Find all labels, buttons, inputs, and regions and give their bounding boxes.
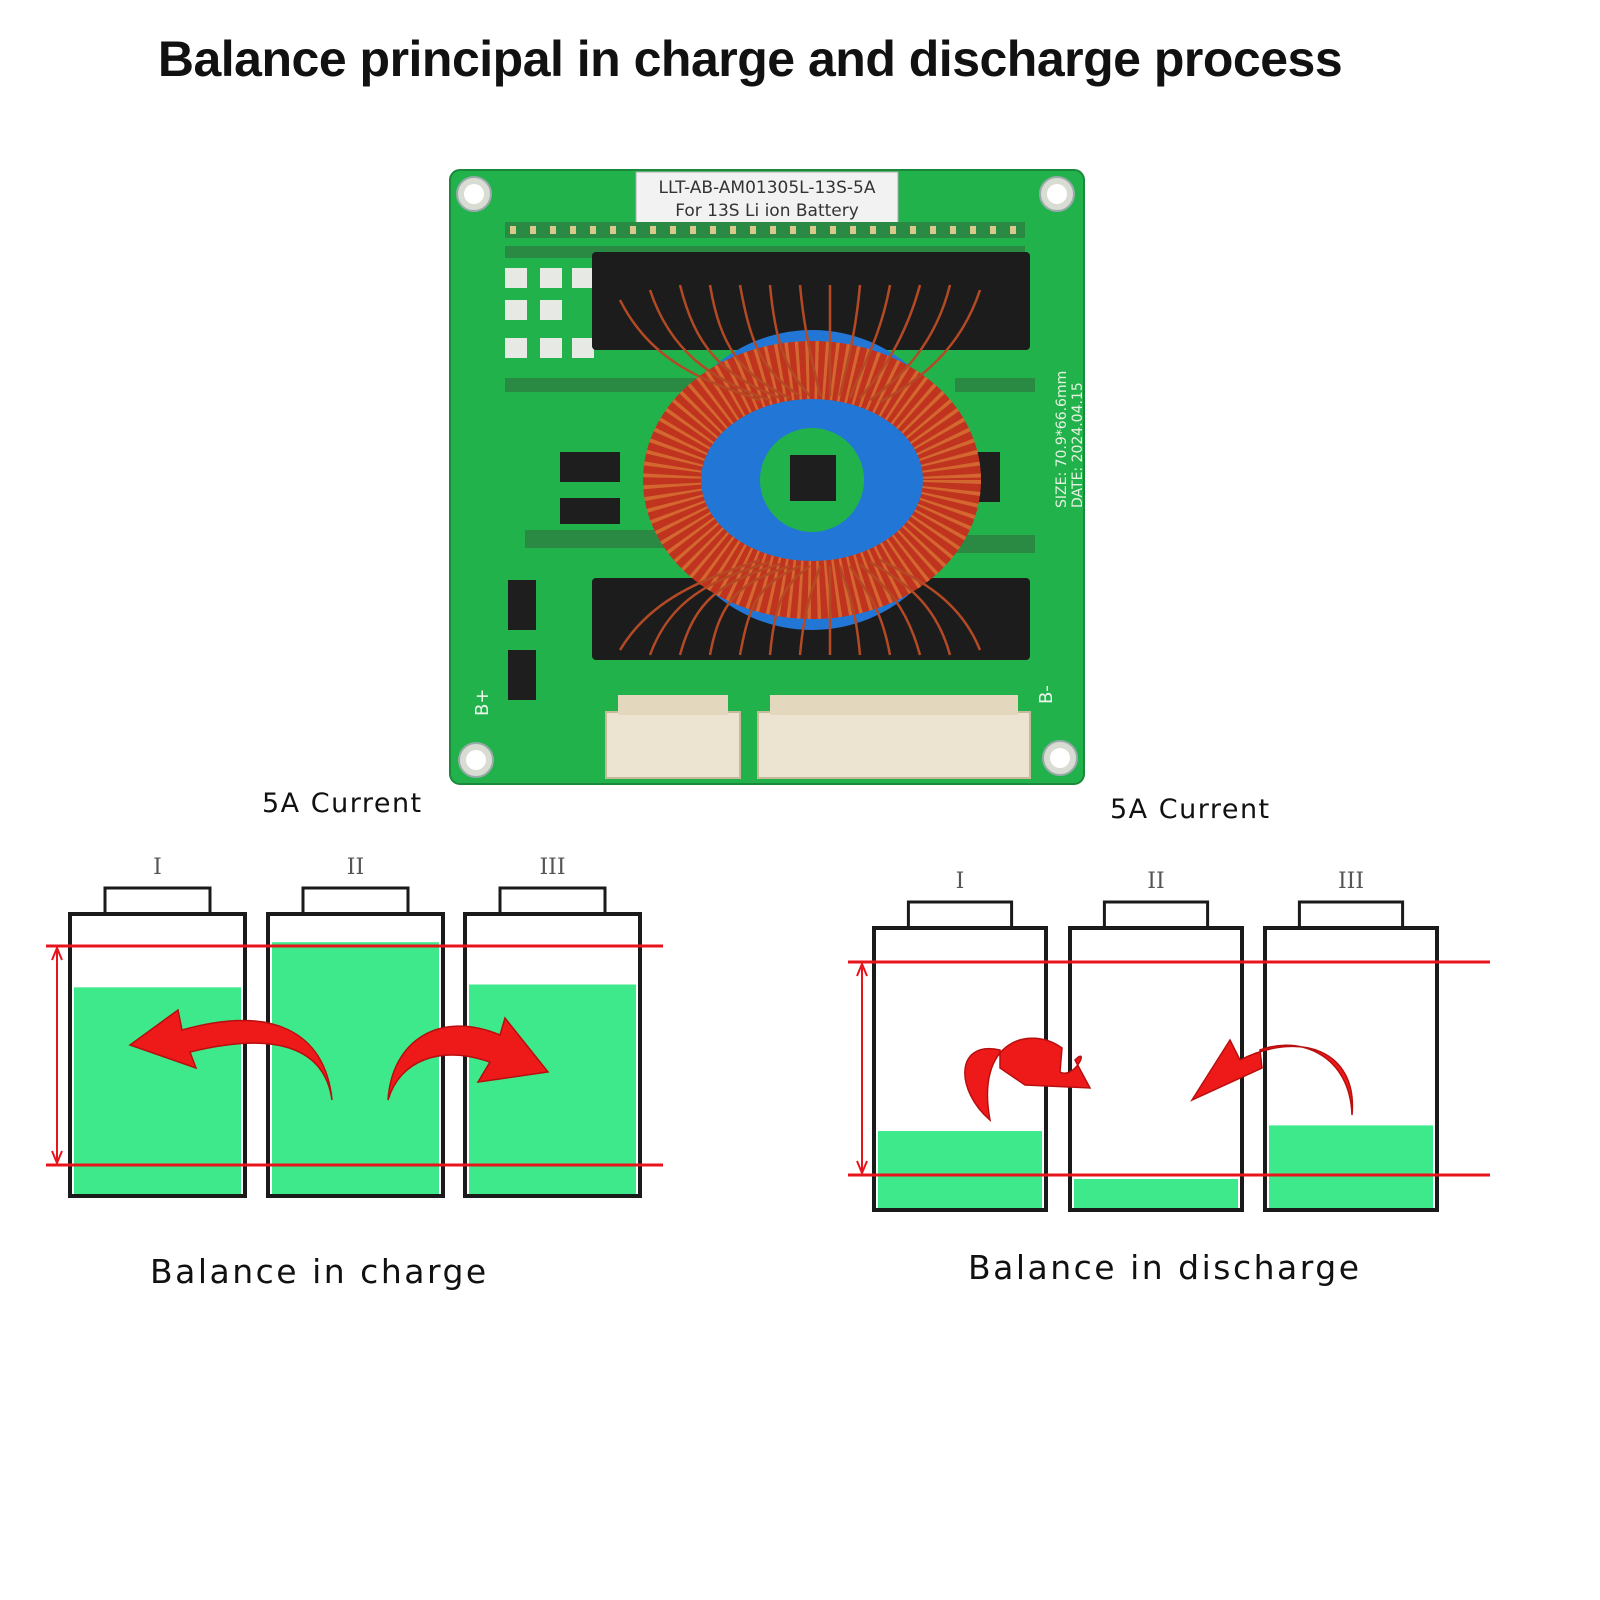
bplus-label: B+	[472, 689, 493, 716]
mounting-holes	[456, 176, 1078, 778]
energy-transfer-arrow	[128, 1008, 333, 1101]
energy-transfer-arrow	[387, 1016, 550, 1101]
board-size-text: SIZE: 70.9*66.6mm	[1054, 371, 1070, 508]
battery-terminal	[1102, 900, 1210, 930]
battery-terminal	[906, 900, 1014, 930]
battery-terminal	[301, 886, 410, 916]
battery-label: I	[153, 855, 162, 880]
battery-terminal	[498, 886, 607, 916]
range-arrowhead-bottom	[856, 1160, 868, 1176]
discharge-current-label: 5A Current	[1110, 794, 1271, 825]
battery-charge-level	[1074, 1178, 1238, 1208]
battery-terminal	[1297, 900, 1405, 930]
energy-transfer-arrow	[1190, 1038, 1354, 1116]
board-model-text: LLT-AB-AM01305L-13S-5A	[659, 178, 876, 198]
page-title: Balance principal in charge and discharg…	[157, 31, 1343, 87]
range-arrowhead-top	[856, 961, 868, 977]
inductor-wires	[618, 284, 982, 656]
charge-caption: Balance in charge	[150, 1252, 489, 1291]
board-date-text: DATE: 2024.04.15	[1070, 382, 1086, 508]
center-chip	[790, 455, 836, 501]
battery-label: II	[347, 855, 364, 880]
discharge-caption: Balance in discharge	[968, 1248, 1362, 1287]
left-pads	[505, 268, 594, 358]
battery-charge-level	[272, 942, 439, 1194]
bminus-label: B-	[1036, 685, 1057, 704]
battery-label: II	[1147, 869, 1164, 894]
energy-transfer-arrow	[964, 1037, 1092, 1122]
battery-label: III	[539, 855, 565, 880]
bms-board-photo: LLT-AB-AM01305L-13S-5A For 13S Li ion Ba…	[449, 169, 1086, 785]
battery-label: I	[956, 869, 965, 894]
board-subtitle-text: For 13S Li ion Battery	[675, 201, 859, 221]
battery-charge-level	[1269, 1125, 1433, 1208]
battery-terminal	[103, 886, 212, 916]
battery-label: III	[1338, 869, 1364, 894]
battery-charge-level	[74, 987, 241, 1194]
smd-pads	[510, 226, 1016, 234]
charge-current-label: 5A Current	[262, 788, 423, 819]
battery-body	[1263, 926, 1439, 1212]
toroidal-inductor	[643, 330, 981, 630]
range-arrowhead-top	[51, 945, 63, 961]
battery-body	[68, 912, 247, 1198]
battery-charge-level	[878, 1131, 1042, 1208]
battery-charge-level	[469, 984, 636, 1194]
jst-connectors	[605, 695, 1031, 779]
range-arrowhead-bottom	[51, 1150, 63, 1166]
top-connector-block	[592, 252, 1030, 350]
